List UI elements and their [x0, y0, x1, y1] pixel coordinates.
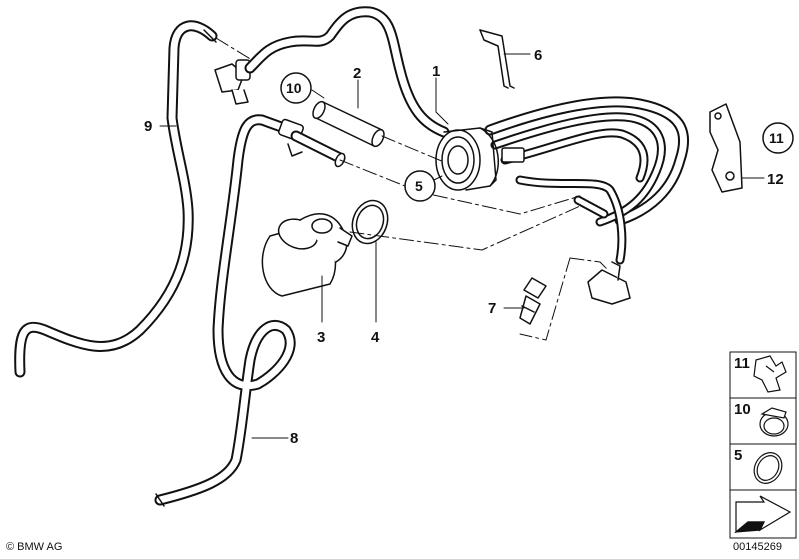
hose-part-2 — [312, 100, 385, 148]
clip-part-6 — [479, 29, 515, 89]
hose-part-9 — [14, 20, 218, 378]
clip-icon — [753, 355, 787, 393]
legend-number-10: 10 — [734, 401, 751, 418]
document-number: 00145269 — [733, 541, 782, 553]
pipe-part-1 — [244, 6, 690, 265]
bracket-part-12 — [709, 103, 743, 193]
callout-1: 1 — [432, 63, 440, 80]
assembly-dashed-lines — [215, 37, 609, 341]
callout-3: 3 — [317, 329, 325, 346]
callout-circle-10 — [280, 72, 312, 104]
connector-part-9-top — [214, 59, 251, 105]
callout-9: 9 — [144, 118, 152, 135]
callout-circle-5 — [404, 170, 436, 202]
legend-panel: 11 10 5 — [729, 351, 797, 539]
direction-arrow-icon — [734, 495, 792, 534]
legend-number-5: 5 — [734, 447, 742, 464]
callout-10-label: 10 — [286, 80, 302, 96]
callout-7: 7 — [488, 300, 496, 317]
housing-part-5 — [435, 127, 499, 191]
connector-part-1-bottom — [587, 261, 631, 305]
callout-2: 2 — [353, 65, 361, 82]
hose-clamp-icon — [759, 407, 789, 437]
callout-5-label: 5 — [415, 178, 423, 194]
canister-part-3 — [261, 213, 353, 297]
legend-number-11: 11 — [734, 355, 750, 372]
oring-part-4 — [351, 199, 389, 245]
callout-4: 4 — [371, 329, 380, 346]
callout-circle-11 — [762, 122, 794, 154]
bolt-part-7 — [519, 277, 547, 325]
callout-8: 8 — [290, 430, 298, 447]
seal-ring-icon — [753, 452, 783, 484]
callout-12: 12 — [767, 171, 784, 188]
callout-11-label: 11 — [769, 130, 784, 146]
hose-part-8 — [154, 114, 346, 507]
callout-6: 6 — [534, 47, 542, 64]
copyright-text: © BMW AG — [6, 541, 63, 553]
